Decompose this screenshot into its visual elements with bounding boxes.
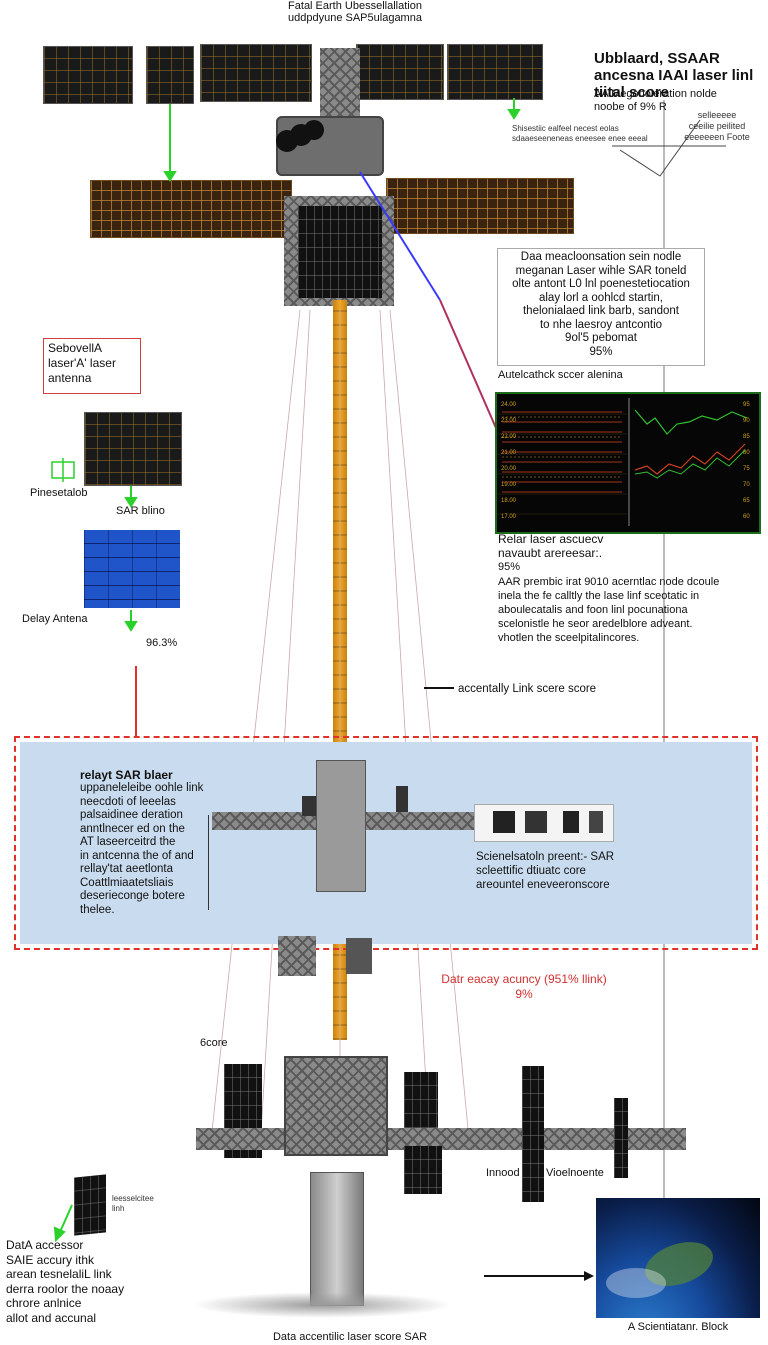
left-dark-panel [84, 412, 182, 486]
lens-icon [304, 120, 324, 140]
small-radiator-left [302, 796, 316, 816]
screens-panel [474, 804, 614, 842]
chart-caption: Autelcathck sccer alenina [498, 369, 623, 381]
center-module [316, 760, 366, 892]
central-black-panel [298, 206, 382, 298]
chart-tick-right: 75 [743, 466, 750, 472]
chart-tick-right: 65 [743, 498, 750, 504]
relay-block-title: Relar laser ascuecv navaubt arereesar:. [498, 532, 604, 560]
right-textbox: Daa meacloonsation sein nodle meganan La… [497, 248, 705, 366]
band-left-title: relayt SAR blaer [80, 768, 173, 782]
bottom-left-block: DatA accessor SAIE accury ithk arean tes… [6, 1238, 125, 1325]
telemetry-chart-svg: 24.00 23.00 22.00 21.00 20.00 19.00 18.00 17.00… [497, 398, 750, 526]
band-left-divider [208, 815, 209, 910]
chart-tick-right: 85 [743, 434, 750, 440]
screen-4 [589, 811, 603, 833]
solar-array-top-left-3 [200, 44, 312, 102]
solar-array-top-left-2 [146, 46, 194, 104]
screen-2 [525, 811, 547, 833]
top-right-notes: selleeeee ceeilie peilited eeeeeeen Foot… [684, 110, 750, 142]
lower-module-left [278, 936, 316, 976]
chart-tick-left: 20.00 [501, 466, 517, 472]
left-pct: 96.3% [146, 637, 178, 649]
earth-cloud [606, 1268, 666, 1298]
solar-array-top-right-1 [356, 44, 444, 100]
earth-caption: A Scientiatanr. Block [627, 1321, 729, 1333]
chart-tick-right: 80 [743, 450, 750, 456]
chart-tick-right: 60 [743, 514, 750, 520]
band-right-text: Scienelsatoln preent:- SAR scleettific d… [476, 851, 615, 891]
score-label: 6core [200, 1037, 228, 1049]
relay-band [14, 736, 758, 950]
earth-image [596, 1198, 760, 1318]
small-radiator-right [396, 786, 408, 812]
relay-band-fill [20, 742, 752, 944]
band-left-body: uppaneleleibe oohle link neecdoti of lee… [80, 782, 204, 916]
telemetry-chart: 24.00 23.00 22.00 21.00 20.00 19.00 18.00 17.00… [495, 392, 761, 534]
bottom-core-module [284, 1056, 388, 1156]
ground-shadow [192, 1292, 452, 1318]
left-panel-label: Pinesetalob [30, 487, 88, 499]
chart-tick-left: 24.00 [501, 402, 517, 408]
bottom-caption: Data accentilic laser score SAR [272, 1331, 428, 1343]
solar-wing-bottom-far-right [614, 1098, 628, 1178]
solar-array-mid-right [386, 178, 574, 234]
delay-label: Delay Antena [22, 613, 88, 625]
chart-tick-right: 95 [743, 402, 750, 408]
top-title: Fatal Earth Ubessellallation uddpdyune S… [288, 0, 422, 24]
chart-tick-left: 21.00 [501, 450, 517, 456]
solar-array-mid-left [90, 180, 292, 238]
lower-cylinder [310, 1172, 364, 1306]
sar-label: SAR blino [116, 505, 165, 517]
chart-tick-left: 18.00 [501, 498, 517, 504]
solar-wing-bottom-right [522, 1066, 544, 1202]
solar-array-top-right-2 [447, 44, 543, 100]
bottom-label-innood: Innood [486, 1167, 520, 1179]
chart-tick-right: 90 [743, 418, 750, 424]
solar-array-top-left-1 [43, 46, 133, 104]
accent-label: accentally Link scere score [458, 683, 597, 695]
chart-tick-left: 23.00 [501, 418, 517, 424]
blue-antenna-panel [84, 530, 180, 608]
right-header-sub: AA Megonoleration nolde noobe of 9% R [594, 88, 717, 113]
chart-tick-left: 17.00 [501, 514, 517, 520]
solar-wing-bottom-center [404, 1146, 442, 1194]
relay-block-body: AAR prembic irat 9010 acerntlac node dco… [498, 576, 720, 644]
screen-3 [563, 811, 579, 833]
small-module-label: leesselcitee linh [112, 1194, 154, 1213]
bottom-label-viod: Vioelnoente [546, 1167, 604, 1179]
right-header-title: Ubblaard, SSAAR ancesna IAAI laser linl … [594, 50, 754, 101]
chart-tick-left: 19.00 [501, 482, 517, 488]
screen-1 [493, 811, 515, 833]
chart-tick-right: 70 [743, 482, 750, 488]
small-module-bottom-left [74, 1174, 106, 1236]
lower-module-right [346, 938, 372, 974]
chart-tick-left: 22.00 [501, 434, 517, 440]
top-mid-notes: Shisestiic ealfeel necest eolas sdaaesee… [512, 124, 648, 143]
relay-block-pct: 95% [498, 561, 521, 573]
red-caption: Datr eacay acuncy (951% llink) 9% [441, 972, 607, 1001]
top-truss [320, 48, 360, 118]
left-label-box: SebovellA laser'A' laser antenna [43, 338, 141, 394]
